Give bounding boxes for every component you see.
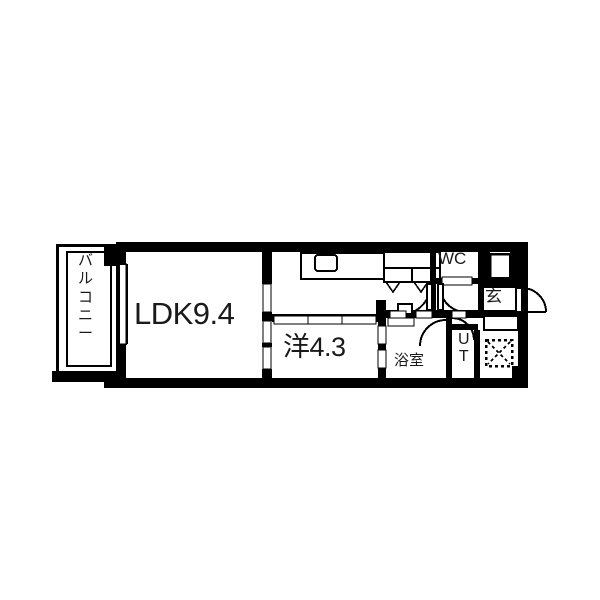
room-label-utility: U T [458, 331, 470, 366]
closet-panel-2 [307, 315, 343, 325]
room-label-ldk: LDK9.4 [134, 296, 235, 331]
balcony-wall-top [56, 244, 118, 247]
partition-door-panel-2 [262, 320, 272, 344]
front-door-leaf [515, 287, 523, 313]
balcony-char-3: ニ [77, 306, 93, 324]
room-label-utility-line1: U [458, 331, 470, 348]
wall-partition-ldk-top [262, 252, 272, 284]
wall-ut-right [474, 330, 480, 378]
balcony-char-0: バ [77, 252, 93, 269]
wall-hall-left [430, 284, 436, 310]
wall-genkan-left [478, 284, 484, 314]
balcony-building-joint-bottom [104, 371, 126, 388]
balcony-building-joint-top [104, 244, 118, 266]
kitchen-counter-bottom-edge [300, 278, 392, 280]
balcony-char-1: ル [77, 270, 93, 288]
wall-shoe-bottom [484, 278, 518, 284]
kitchen-divider-left [300, 252, 302, 280]
wall-shoe-left [484, 252, 490, 284]
wall-genkan-bottom [478, 310, 518, 316]
balcony-char-2: コ [77, 288, 93, 306]
bathroom-door-swing-icon [419, 319, 447, 347]
hall-floor-strip-3 [451, 310, 467, 319]
wall-top-outer [116, 242, 528, 252]
cabinet-door-left [383, 267, 413, 283]
wall-kitchen-hall-corner [376, 300, 386, 316]
front-door-swing-icon [521, 287, 547, 313]
cabinet-handle-right-icon [412, 281, 430, 294]
ut-area-spacer [480, 334, 518, 336]
wc-door-opening [441, 276, 473, 286]
wall-partition-node-3 [262, 369, 272, 378]
room-label-genkan: 玄 [485, 287, 502, 306]
hall-door-leaf-2 [426, 283, 433, 311]
balcony-char-4: ー [77, 325, 93, 343]
hall-door-leaf-1 [437, 283, 444, 311]
wall-shoe-right [510, 252, 518, 284]
wall-western-room-right [378, 314, 386, 378]
balcony-wall-bottom [56, 371, 118, 374]
washing-machine-space-icon [484, 338, 514, 368]
wall-wc-left [430, 252, 436, 284]
wall-wc-right [478, 252, 484, 284]
wc-adjacent-window [488, 252, 512, 280]
wall-washer-corner [512, 366, 520, 378]
wall-genkan-top [478, 284, 518, 288]
kitchen-sink-icon [314, 254, 338, 272]
room-label-utility-line2: T [458, 347, 469, 365]
kitchen-counter-top-edge [300, 252, 392, 254]
hall-floor-strip-2 [415, 310, 433, 319]
wall-partition-node-1 [262, 312, 272, 321]
room-label-balcony: バ ル コ ニ ー [76, 252, 95, 343]
bathroom-door-opening [387, 317, 415, 327]
balcony-sliding-window [118, 263, 127, 345]
closet-panel-3 [341, 315, 377, 325]
balcony-corner-left [52, 371, 57, 382]
balcony-floor-edge [52, 374, 118, 382]
hall-floor-strip-1 [389, 310, 407, 319]
closet-panel-1 [273, 315, 309, 325]
wall-bathroom-right [446, 318, 452, 378]
shoe-closet-icon [483, 315, 519, 331]
wall-partition-node-2 [262, 343, 272, 347]
wall-left-upper [116, 242, 126, 264]
room-label-western-room: 洋4.3 [283, 332, 346, 362]
western-room-window-1 [377, 325, 387, 345]
wall-left-window-jamb-inner [126, 264, 128, 344]
washing-machine-x-2 [487, 341, 511, 365]
balcony-wall-left [56, 244, 59, 374]
wall-left-lower [116, 344, 126, 378]
partition-door-panel-3 [262, 346, 272, 370]
wall-right-outer [518, 242, 528, 388]
partition-door-panel-1 [262, 283, 272, 313]
room-label-wc: WC [438, 249, 467, 268]
balcony-railing [66, 251, 112, 367]
structure-walls [52, 242, 547, 388]
washing-machine-x-1 [487, 341, 511, 365]
room-label-bathroom: 浴室 [394, 352, 425, 369]
wall-kitchen-counter-stub [272, 314, 274, 322]
wall-bottom-outer [104, 378, 528, 388]
wall-ut-top [452, 324, 478, 330]
western-room-window-2 [377, 349, 387, 369]
cabinet-handle-left-icon [384, 281, 402, 294]
wall-left-window-jamb [116, 264, 119, 344]
